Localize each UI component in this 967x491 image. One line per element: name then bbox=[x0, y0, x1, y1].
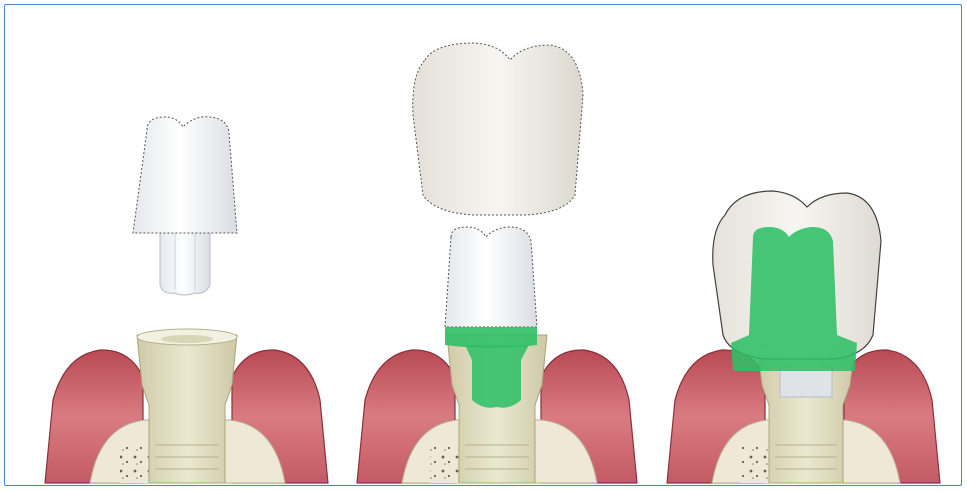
coping-cap bbox=[445, 227, 537, 348]
panel-3 bbox=[667, 191, 940, 483]
coping-cap bbox=[133, 117, 237, 295]
panel-2 bbox=[357, 43, 637, 483]
dental-implant-illustration bbox=[5, 5, 962, 486]
cement-fill bbox=[465, 345, 529, 408]
panel-1 bbox=[45, 117, 328, 483]
implant-abutment bbox=[137, 329, 237, 483]
figure-frame bbox=[4, 4, 962, 486]
crown bbox=[413, 43, 583, 215]
